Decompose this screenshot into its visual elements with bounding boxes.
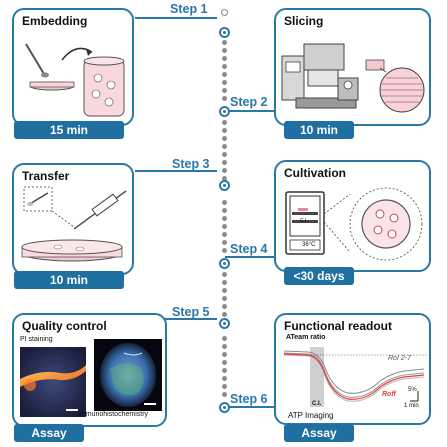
timeline-dot	[222, 200, 227, 205]
slicing-title: Slicing	[284, 14, 324, 28]
step-3-label: Step 3	[172, 157, 210, 171]
timeline-dot	[222, 336, 227, 341]
step-5-node	[219, 318, 230, 329]
pi-staining-image	[20, 347, 86, 417]
step-5-connector	[135, 318, 217, 320]
timeline-dot	[222, 344, 227, 349]
ateam-ratio-label: ATeam ratio	[286, 334, 326, 341]
functional-readout-panel: Functional readout ATeam ratio RoI 2-7 R…	[274, 313, 431, 425]
timeline-dot	[222, 88, 227, 93]
timeline-dot	[222, 56, 227, 61]
embedding-time-badge: 15 min	[14, 121, 124, 139]
timeline-dot	[222, 48, 227, 53]
functional-readout-badge: Assay	[284, 424, 354, 442]
cultivation-time-badge: <30 days	[284, 267, 354, 285]
timeline-dot	[222, 304, 227, 309]
step-6-node	[219, 402, 230, 413]
incubator-temperature: 36°C	[302, 242, 316, 248]
timeline-dot	[222, 136, 227, 141]
timeline-dot	[222, 120, 227, 125]
cultivation-panel: Cultivation C.I. 36°C	[274, 160, 431, 272]
slicing-illustration	[281, 43, 425, 113]
cultivation-title: Cultivation	[284, 166, 346, 180]
step-2-node	[219, 106, 230, 117]
timeline-dot	[222, 384, 227, 389]
timeline-dot	[222, 176, 227, 181]
step-3-connector	[135, 170, 217, 172]
timeline-dot	[222, 376, 227, 381]
timeline-dot	[222, 128, 227, 133]
timeline-dot	[222, 168, 227, 173]
embedding-title: Embedding	[22, 14, 88, 28]
step-4-node	[219, 258, 230, 269]
timeline-dot	[222, 280, 227, 285]
timeline-dot	[222, 216, 227, 221]
roi-label: RoI 2-7	[388, 355, 411, 362]
step-3-node	[219, 180, 230, 191]
timeline-dot	[222, 80, 227, 85]
atp-trace-plot	[283, 347, 428, 407]
timeline-dot	[222, 296, 227, 301]
embedding-illustration	[25, 43, 125, 117]
timeline-dot	[222, 232, 227, 237]
cultivation-illustration	[285, 187, 423, 261]
step-1-start-node	[221, 9, 228, 16]
transfer-time-badge: 10 min	[14, 271, 124, 289]
scale-percent-label: 5%	[408, 387, 417, 393]
slicing-time-badge: 10 min	[284, 121, 354, 139]
timeline-dot	[222, 312, 227, 317]
step-1-node	[219, 27, 230, 38]
timeline-dot	[222, 208, 227, 213]
functional-readout-title: Functional readout	[284, 319, 392, 333]
immunohistochemistry-image	[94, 339, 162, 411]
timeline-dot	[222, 368, 227, 373]
roff-label: Roff	[382, 391, 396, 398]
timeline-dot	[222, 144, 227, 149]
incubator-label: C.I.	[300, 218, 308, 224]
step-2-label: Step 2	[230, 95, 268, 109]
immunohistochemistry-label: Immunohistochemistry	[78, 411, 149, 418]
step-2-connector	[225, 110, 285, 112]
timeline-dot	[222, 72, 227, 77]
transfer-illustration	[21, 186, 127, 262]
transfer-panel: Transfer	[12, 163, 134, 275]
step-5-label: Step 5	[172, 305, 210, 319]
step-6-connector	[225, 406, 285, 408]
chemical-ischemia-label: C.I.	[312, 401, 322, 407]
step-4-label: Step 4	[230, 242, 268, 256]
step-6-label: Step 6	[230, 392, 268, 406]
quality-control-panel: Quality control PI staining	[12, 313, 167, 427]
timeline-dot	[222, 152, 227, 157]
timeline-dot	[222, 64, 227, 69]
slicing-panel: Slicing	[274, 8, 431, 126]
timeline-dot	[222, 352, 227, 357]
timeline-dot	[222, 272, 227, 277]
step-4-connector	[225, 256, 285, 258]
timeline-dot	[222, 248, 227, 253]
timeline-dot	[222, 392, 227, 397]
timeline-dot	[222, 288, 227, 293]
atp-imaging-label: ATP Imaging	[288, 411, 334, 420]
step-1-label: Step 1	[170, 2, 208, 16]
scale-time-label: 1 min	[404, 403, 419, 409]
timeline-dot	[222, 96, 227, 101]
timeline-dot	[222, 40, 227, 45]
timeline-dot	[222, 240, 227, 245]
step-1-connector	[135, 17, 217, 19]
timeline-dot	[222, 360, 227, 365]
transfer-title: Transfer	[22, 169, 70, 183]
embedding-panel: Embedding	[12, 8, 134, 126]
quality-control-title: Quality control	[22, 319, 107, 333]
quality-control-badge: Assay	[14, 424, 84, 442]
timeline-dot	[222, 224, 227, 229]
timeline-dot	[222, 160, 227, 165]
pi-staining-label: PI staining	[20, 336, 53, 343]
